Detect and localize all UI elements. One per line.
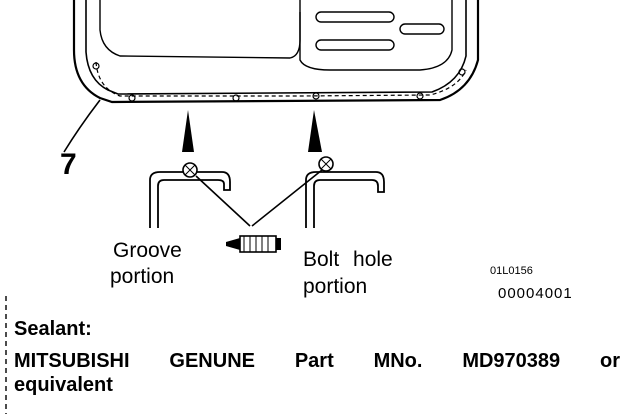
note-word: or xyxy=(600,350,620,372)
oil-pan-slot-2 xyxy=(315,39,395,51)
note-word: MITSUBISHI xyxy=(14,350,130,372)
oil-pan-outline xyxy=(72,0,480,104)
bolt-bead-hatch xyxy=(320,158,332,170)
oil-pan-slot-1 xyxy=(315,11,395,23)
bolt-hole-label-line1: Bolt hole xyxy=(303,248,393,271)
bolt-holes xyxy=(92,62,466,102)
sealant-tube-icon xyxy=(226,235,281,253)
note-word: Part xyxy=(294,350,334,372)
bolt-hole xyxy=(92,62,100,70)
leader-groove-to-tube xyxy=(195,175,251,227)
groove-bead-hatch xyxy=(184,164,196,176)
bolt-hole-cross-section xyxy=(305,171,385,228)
oil-pan-slot-3 xyxy=(399,23,445,35)
bolt-arrow xyxy=(308,110,322,152)
note-word: MD970389 xyxy=(462,350,561,372)
bolt-hole xyxy=(312,92,320,100)
figure-code-large: 00004001 xyxy=(498,285,573,302)
bolt-hole xyxy=(232,94,240,102)
bolt-hole xyxy=(128,94,136,102)
oil-pan-right-recess xyxy=(299,0,453,71)
bolt-hole xyxy=(416,92,424,100)
groove-label-line1: Groove xyxy=(113,239,182,262)
figure-code-small: 01L0156 xyxy=(490,265,533,277)
oil-pan-inner-recess xyxy=(99,0,301,59)
groove-cross-section xyxy=(149,171,231,228)
bolt-hole xyxy=(458,68,466,76)
note-word: MNo. xyxy=(373,350,423,372)
sealant-bead xyxy=(95,61,467,97)
leader-bolt-to-tube xyxy=(251,169,323,227)
sealant-note: Sealant: MITSUBISHI GENUNE Part MNo. MD9… xyxy=(8,306,632,406)
sealant-note-equivalent: equivalent xyxy=(14,374,113,396)
bolt-hole-label-line2: portion xyxy=(303,275,368,298)
callout-number: 7 xyxy=(60,148,77,181)
groove-arrow xyxy=(182,110,194,152)
sealant-note-part-line: MITSUBISHI GENUNE Part MNo. MD970389 or xyxy=(14,350,620,373)
groove-label-line2: portion xyxy=(110,265,175,288)
oil-pan-flange xyxy=(85,0,467,95)
sealant-note-heading: Sealant: xyxy=(14,318,92,340)
callout-leader xyxy=(63,99,101,153)
note-word: GENUNE xyxy=(169,350,255,372)
